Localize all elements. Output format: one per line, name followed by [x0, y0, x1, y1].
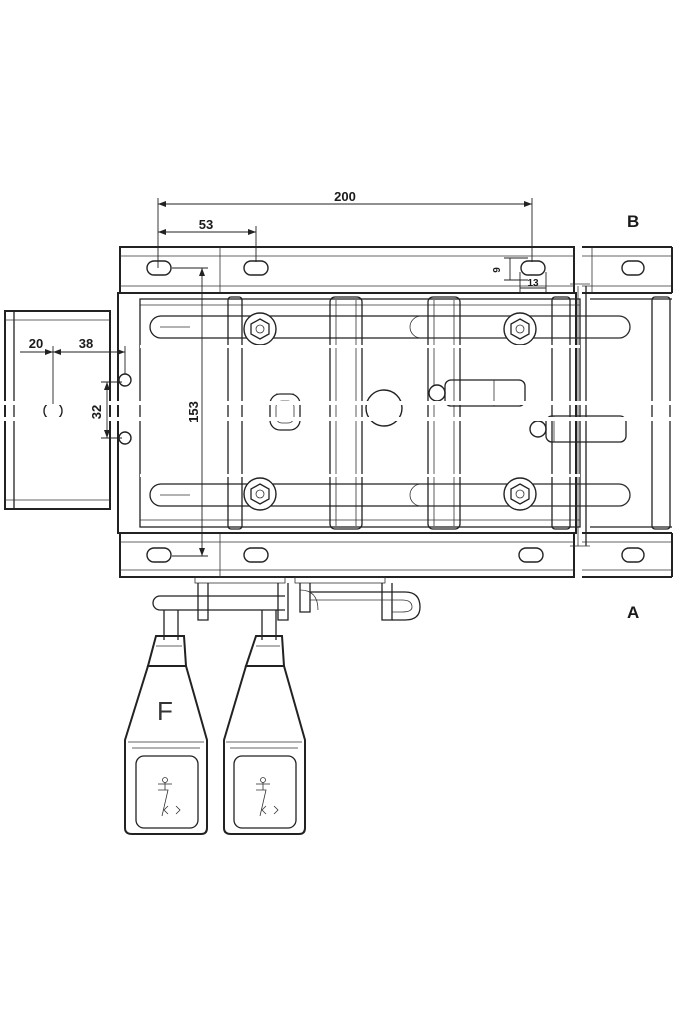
slot-hole	[146, 260, 172, 276]
handle-letter: F	[157, 696, 173, 726]
slot-hole	[520, 260, 546, 276]
valve-symbol-icon	[158, 777, 181, 817]
center-features	[269, 379, 627, 443]
button-pad	[135, 755, 199, 829]
view-label-b: B	[627, 212, 639, 231]
hex-bolt	[243, 312, 277, 346]
hex-bolt	[503, 312, 537, 346]
dim-53: 53	[199, 217, 213, 232]
bottom-rail	[119, 532, 673, 578]
slot-hole	[621, 260, 645, 276]
hex-bolt	[503, 477, 537, 511]
locking-slide	[545, 415, 627, 443]
slot-hole	[146, 547, 172, 563]
control-handle-right	[223, 635, 306, 835]
slot-hole	[243, 547, 269, 563]
hex-bolts	[243, 312, 537, 511]
dim-20: 20	[29, 336, 43, 351]
ball-pin	[529, 420, 547, 438]
vertical-ribs	[227, 296, 671, 530]
slot-hole	[621, 547, 645, 563]
side-tube	[4, 310, 132, 510]
ball-pin	[428, 384, 446, 402]
control-handle-left: F	[124, 635, 208, 835]
button-pad	[233, 755, 297, 829]
view-label-a: A	[627, 603, 639, 622]
dim-153: 153	[186, 401, 201, 423]
dim-13: 13	[527, 278, 539, 289]
slot-hole	[243, 260, 269, 276]
main-plate	[117, 283, 672, 547]
dim-200: 200	[334, 189, 356, 204]
dim-9: 9	[492, 267, 503, 273]
dimension-lines	[20, 198, 547, 557]
locking-slide	[444, 379, 526, 407]
dim-32: 32	[89, 405, 104, 419]
slot-hole	[518, 547, 544, 563]
hose-fittings	[152, 576, 421, 640]
hex-bolt	[243, 477, 277, 511]
break-lines	[0, 345, 700, 477]
top-rail	[119, 246, 673, 294]
clamp-knob	[269, 393, 301, 431]
valve-symbol-icon	[256, 777, 279, 817]
dim-38: 38	[79, 336, 93, 351]
